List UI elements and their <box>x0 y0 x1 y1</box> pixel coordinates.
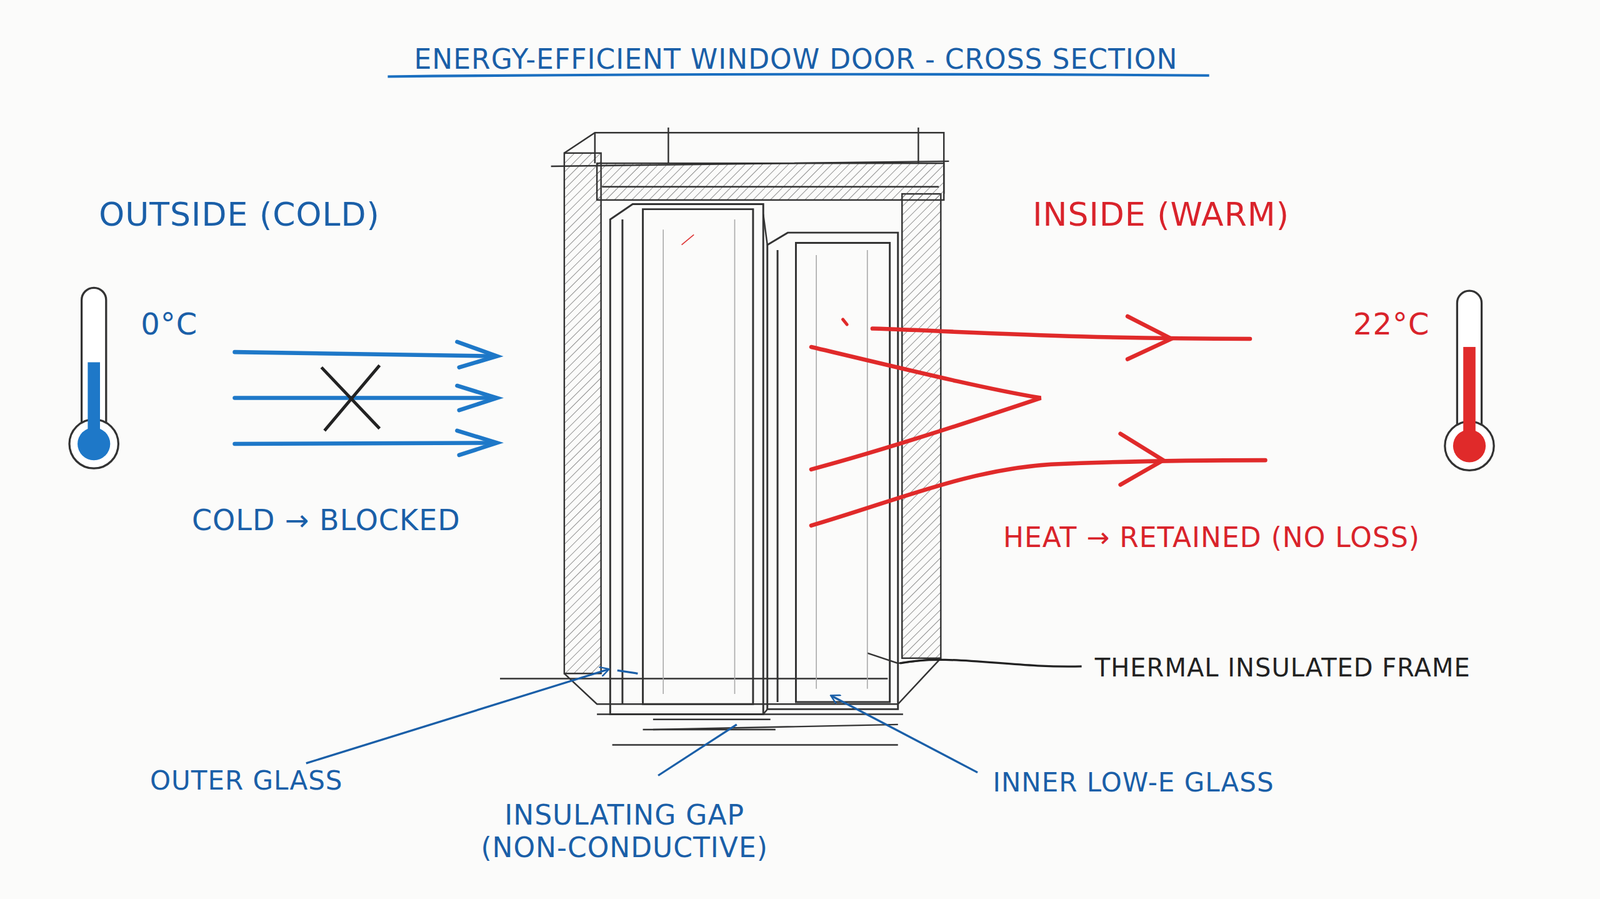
warm-thermometer <box>1445 290 1494 470</box>
effect-note: HEAT → RETAINED (NO LOSS) <box>1003 521 1420 555</box>
door-frame <box>500 127 949 745</box>
part-label: INSULATING GAP (NON-CONDUCTIVE) <box>468 798 781 865</box>
diagram-title: ENERGY-EFFICIENT WINDOW DOOR - CROSS SEC… <box>414 42 1179 76</box>
part-label: THERMAL INSULATED FRAME <box>1095 652 1471 683</box>
cold-thermometer <box>69 287 119 469</box>
part-label: OUTER GLASS <box>150 765 344 797</box>
region-label: INSIDE (WARM) <box>1032 195 1290 234</box>
heat-arrows <box>811 316 1266 526</box>
temperature-value: 22°C <box>1353 306 1430 343</box>
effect-note: COLD → BLOCKED <box>191 503 461 538</box>
region-label: OUTSIDE (COLD) <box>98 195 380 234</box>
inner-glass-panel <box>767 232 899 709</box>
part-label: INNER LOW-E GLASS <box>993 766 1275 799</box>
insulating-gap <box>643 214 776 730</box>
blocked-cross <box>321 365 380 430</box>
outer-glass-panel <box>610 203 764 714</box>
temperature-value: 0°C <box>140 306 198 343</box>
leader-lines <box>306 659 1082 775</box>
cold-arrows <box>235 341 498 455</box>
